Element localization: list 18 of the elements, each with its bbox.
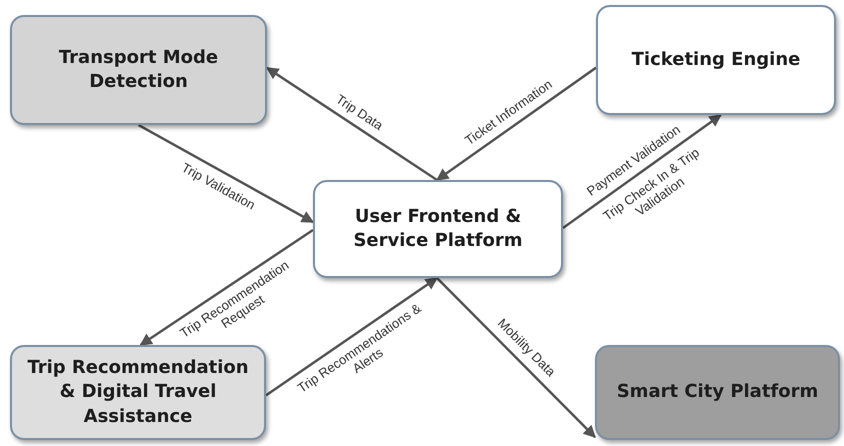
- node-title: Transport Mode Detection: [58, 46, 220, 94]
- process-box: [595, 345, 840, 440]
- process-box: [10, 345, 266, 440]
- arrow: [138, 124, 314, 224]
- node-title: Ticketing Engine: [632, 48, 800, 72]
- process-box: [313, 180, 563, 278]
- arrow: [266, 66, 438, 182]
- process-box: [10, 15, 267, 125]
- process-box: [596, 5, 836, 115]
- arrow: [436, 66, 597, 182]
- node-title: Trip Recommendation & Digital Travel Assistance: [26, 356, 250, 429]
- arrow: [436, 277, 596, 438]
- arrow: [562, 114, 722, 230]
- edge-label: Trip Data: [332, 90, 387, 136]
- node-title: Smart City Platform: [616, 380, 818, 404]
- node-title: User Frontend & Service Platform: [352, 204, 524, 253]
- arrow: [265, 276, 438, 396]
- arrow: [140, 228, 314, 346]
